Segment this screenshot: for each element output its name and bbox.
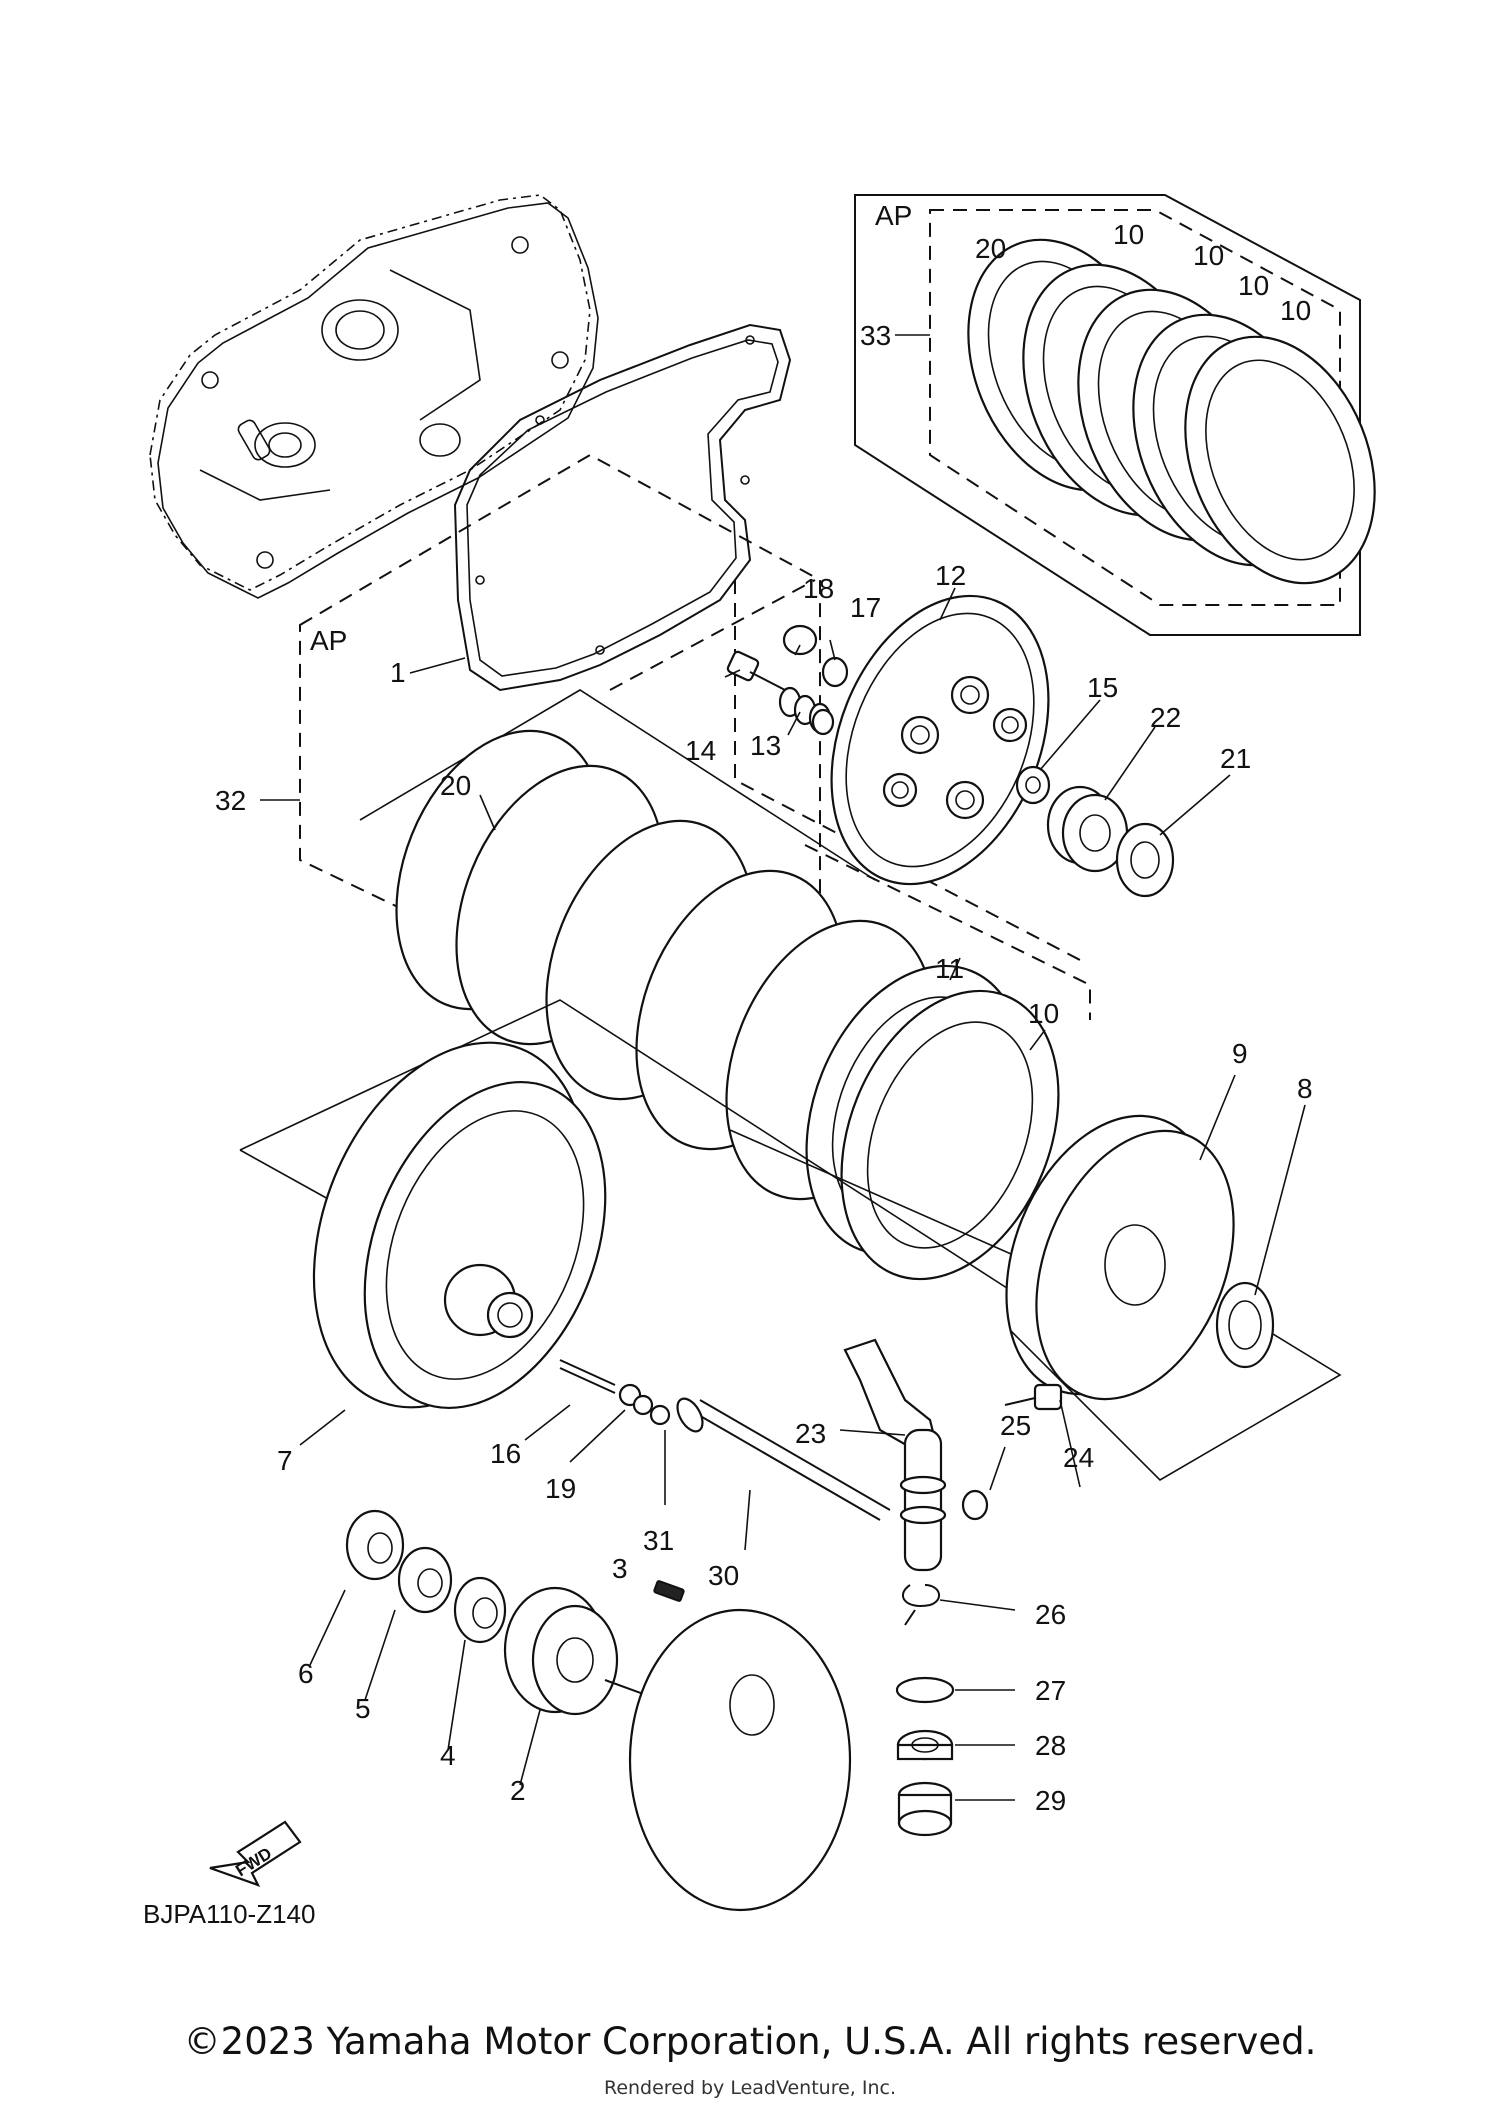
callout-33: 33 — [860, 320, 891, 351]
plate-stack-middle — [359, 689, 1071, 1281]
callout-11: 11 — [935, 953, 964, 984]
callout-4: 4 — [440, 1740, 456, 1771]
fwd-arrow-icon: FWD — [209, 1820, 302, 1887]
callout-10e: 10 — [1028, 998, 1059, 1029]
circlip-8 — [1215, 1281, 1275, 1369]
callout-23: 23 — [795, 1418, 826, 1449]
callout-21: 21 — [1220, 743, 1251, 774]
rendered-by-note: Rendered by LeadVenture, Inc. — [603, 2077, 897, 2099]
oil-seal-28 — [896, 1729, 954, 1761]
callout-25: 25 — [1000, 1410, 1031, 1441]
callout-16: 16 — [490, 1438, 521, 1469]
push-rod-30 — [676, 1397, 891, 1521]
callout-24: 24 — [1063, 1442, 1094, 1473]
ap-label-main: AP — [310, 625, 347, 656]
pressure-plate — [830, 594, 1050, 886]
diagram-code: BJPA110-Z140 — [143, 1899, 315, 1929]
callout-32: 32 — [215, 785, 246, 816]
spring-26 — [902, 1584, 940, 1626]
crankcase-cover — [149, 194, 599, 599]
callout-5: 5 — [355, 1693, 371, 1724]
ap-box-main — [299, 453, 1091, 1102]
crank-web — [604, 1608, 852, 1912]
callout-26: 26 — [1035, 1599, 1066, 1630]
ap-box-top — [854, 194, 1376, 636]
callout-18: 18 — [803, 573, 834, 604]
bolt-24 — [1004, 1383, 1063, 1411]
callout-10c: 10 — [1238, 270, 1269, 301]
callout-10d: 10 — [1280, 295, 1311, 326]
callout-20b: 20 — [440, 770, 471, 801]
nut-18 — [782, 624, 818, 656]
primary-drive-gear-2 — [503, 1586, 619, 1716]
callout-labels: AP AP 1 2 3 4 5 6 7 8 9 10 10 10 10 10 1… — [143, 200, 1313, 1929]
plate-stack-top — [967, 238, 1376, 585]
washer-17 — [821, 656, 849, 688]
push-lever-23 — [843, 1338, 947, 1572]
callout-31: 31 — [643, 1525, 674, 1556]
callout-12: 12 — [935, 560, 966, 591]
washer-5 — [397, 1546, 453, 1614]
callout-20a: 20 — [975, 233, 1006, 264]
callout-30: 30 — [708, 1560, 739, 1591]
leader-lines — [260, 334, 1306, 1801]
bearing-29 — [897, 1781, 953, 1837]
callout-6: 6 — [298, 1658, 314, 1689]
callout-17: 17 — [850, 592, 881, 623]
callout-29: 29 — [1035, 1785, 1066, 1816]
callout-22: 22 — [1150, 702, 1181, 733]
clutch-housing — [239, 999, 1011, 1410]
callout-14: 14 — [685, 735, 716, 766]
callout-10a: 10 — [1113, 219, 1144, 250]
callout-9: 9 — [1232, 1038, 1248, 1069]
callout-2: 2 — [510, 1775, 526, 1806]
bearing-22 — [1046, 785, 1129, 873]
callout-1: 1 — [390, 657, 406, 688]
washer-21 — [1115, 822, 1175, 898]
callout-10b: 10 — [1193, 240, 1224, 271]
gasket — [453, 323, 792, 692]
nut-6 — [345, 1509, 405, 1581]
lock-washer-4 — [453, 1576, 507, 1644]
ball-19 — [632, 1394, 654, 1416]
callout-13: 13 — [750, 730, 781, 761]
callout-15: 15 — [1087, 672, 1118, 703]
callout-19: 19 — [545, 1473, 576, 1504]
ball-31 — [649, 1404, 671, 1426]
copyright-notice: ©2023 Yamaha Motor Corporation, U.S.A. A… — [183, 2020, 1317, 2063]
callout-28: 28 — [1035, 1730, 1066, 1761]
spring-seat — [811, 708, 835, 736]
callout-3: 3 — [612, 1553, 628, 1584]
callout-27: 27 — [1035, 1675, 1066, 1706]
key-3 — [653, 1580, 685, 1602]
push-rod-16 — [559, 1359, 642, 1407]
nut-15 — [1015, 765, 1051, 805]
circlip-27 — [895, 1676, 955, 1704]
washer-25 — [961, 1489, 989, 1521]
callout-8: 8 — [1297, 1073, 1313, 1104]
bolt-14 — [726, 650, 786, 691]
callout-7: 7 — [277, 1445, 293, 1476]
ap-label-top: AP — [875, 200, 912, 231]
primary-gear — [1005, 1114, 1342, 1482]
